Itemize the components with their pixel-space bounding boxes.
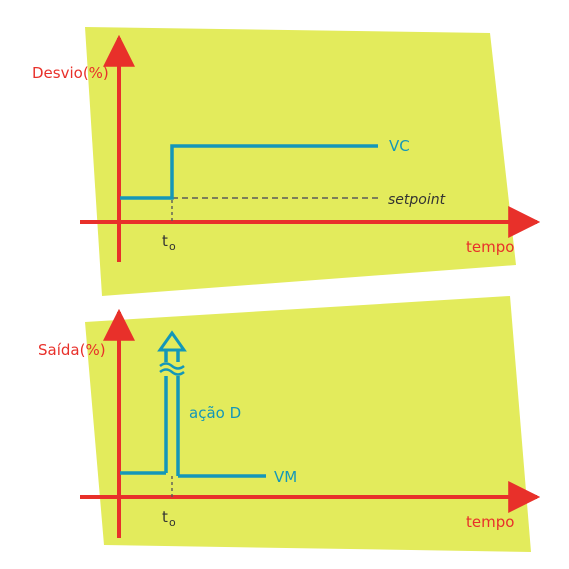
setpoint-label: setpoint — [388, 192, 446, 208]
vc-step-signal — [120, 144, 378, 200]
vc-label: VC — [389, 137, 410, 155]
bottom-y-axis-label: Saída(%) — [38, 341, 106, 359]
top-t0-subscript: o — [169, 240, 176, 253]
bottom-t0-letter: t — [162, 508, 168, 526]
bottom-chart: Saída(%) tempo ação D VM t o — [38, 296, 541, 552]
top-panel-background — [85, 27, 516, 296]
top-t0-letter: t — [162, 232, 168, 250]
top-t0-label: t o — [162, 232, 176, 253]
top-x-axis-label: tempo — [466, 238, 514, 256]
bottom-t0-subscript: o — [169, 516, 176, 529]
bottom-panel-background — [85, 296, 531, 552]
bottom-t0-label: t o — [162, 508, 176, 529]
top-y-axis-label: Desvio(%) — [32, 64, 109, 82]
top-chart: Desvio(%) tempo VC setpoint t o — [32, 27, 541, 296]
derivative-action-label: ação D — [189, 404, 241, 422]
derivative-spike-arrow — [157, 330, 187, 476]
bottom-x-axis-label: tempo — [466, 513, 514, 531]
vm-label: VM — [274, 468, 297, 486]
